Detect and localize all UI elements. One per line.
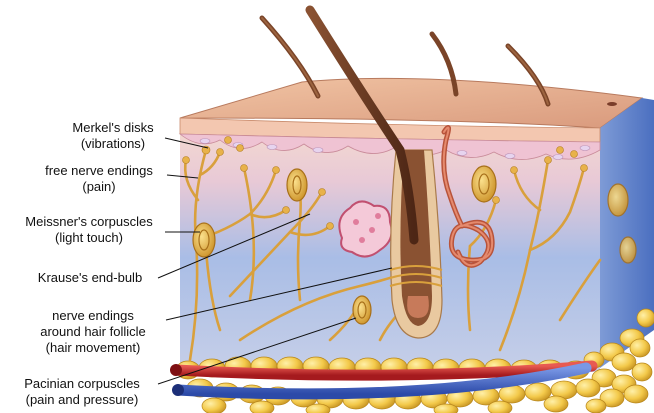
label-hair-follicle-nerve-endings: nerve endings around hair follicle (hair… — [20, 308, 166, 356]
label-pacinian-corpuscles: Pacinian corpuscles (pain and pressure) — [6, 376, 158, 408]
label-merkels-disks: Merkel's disks (vibrations) — [62, 120, 164, 152]
label-free-nerve-endings: free nerve endings (pain) — [34, 163, 164, 195]
vein-opening — [172, 384, 184, 396]
pore — [607, 102, 617, 106]
label-meissners-corpuscles: Meissner's corpuscles (light touch) — [14, 214, 164, 246]
label-krauses-end-bulb: Krause's end-bulb — [26, 270, 154, 286]
artery-opening — [170, 364, 182, 376]
sebaceous-gland — [339, 201, 391, 256]
skin-block-side — [600, 98, 654, 368]
